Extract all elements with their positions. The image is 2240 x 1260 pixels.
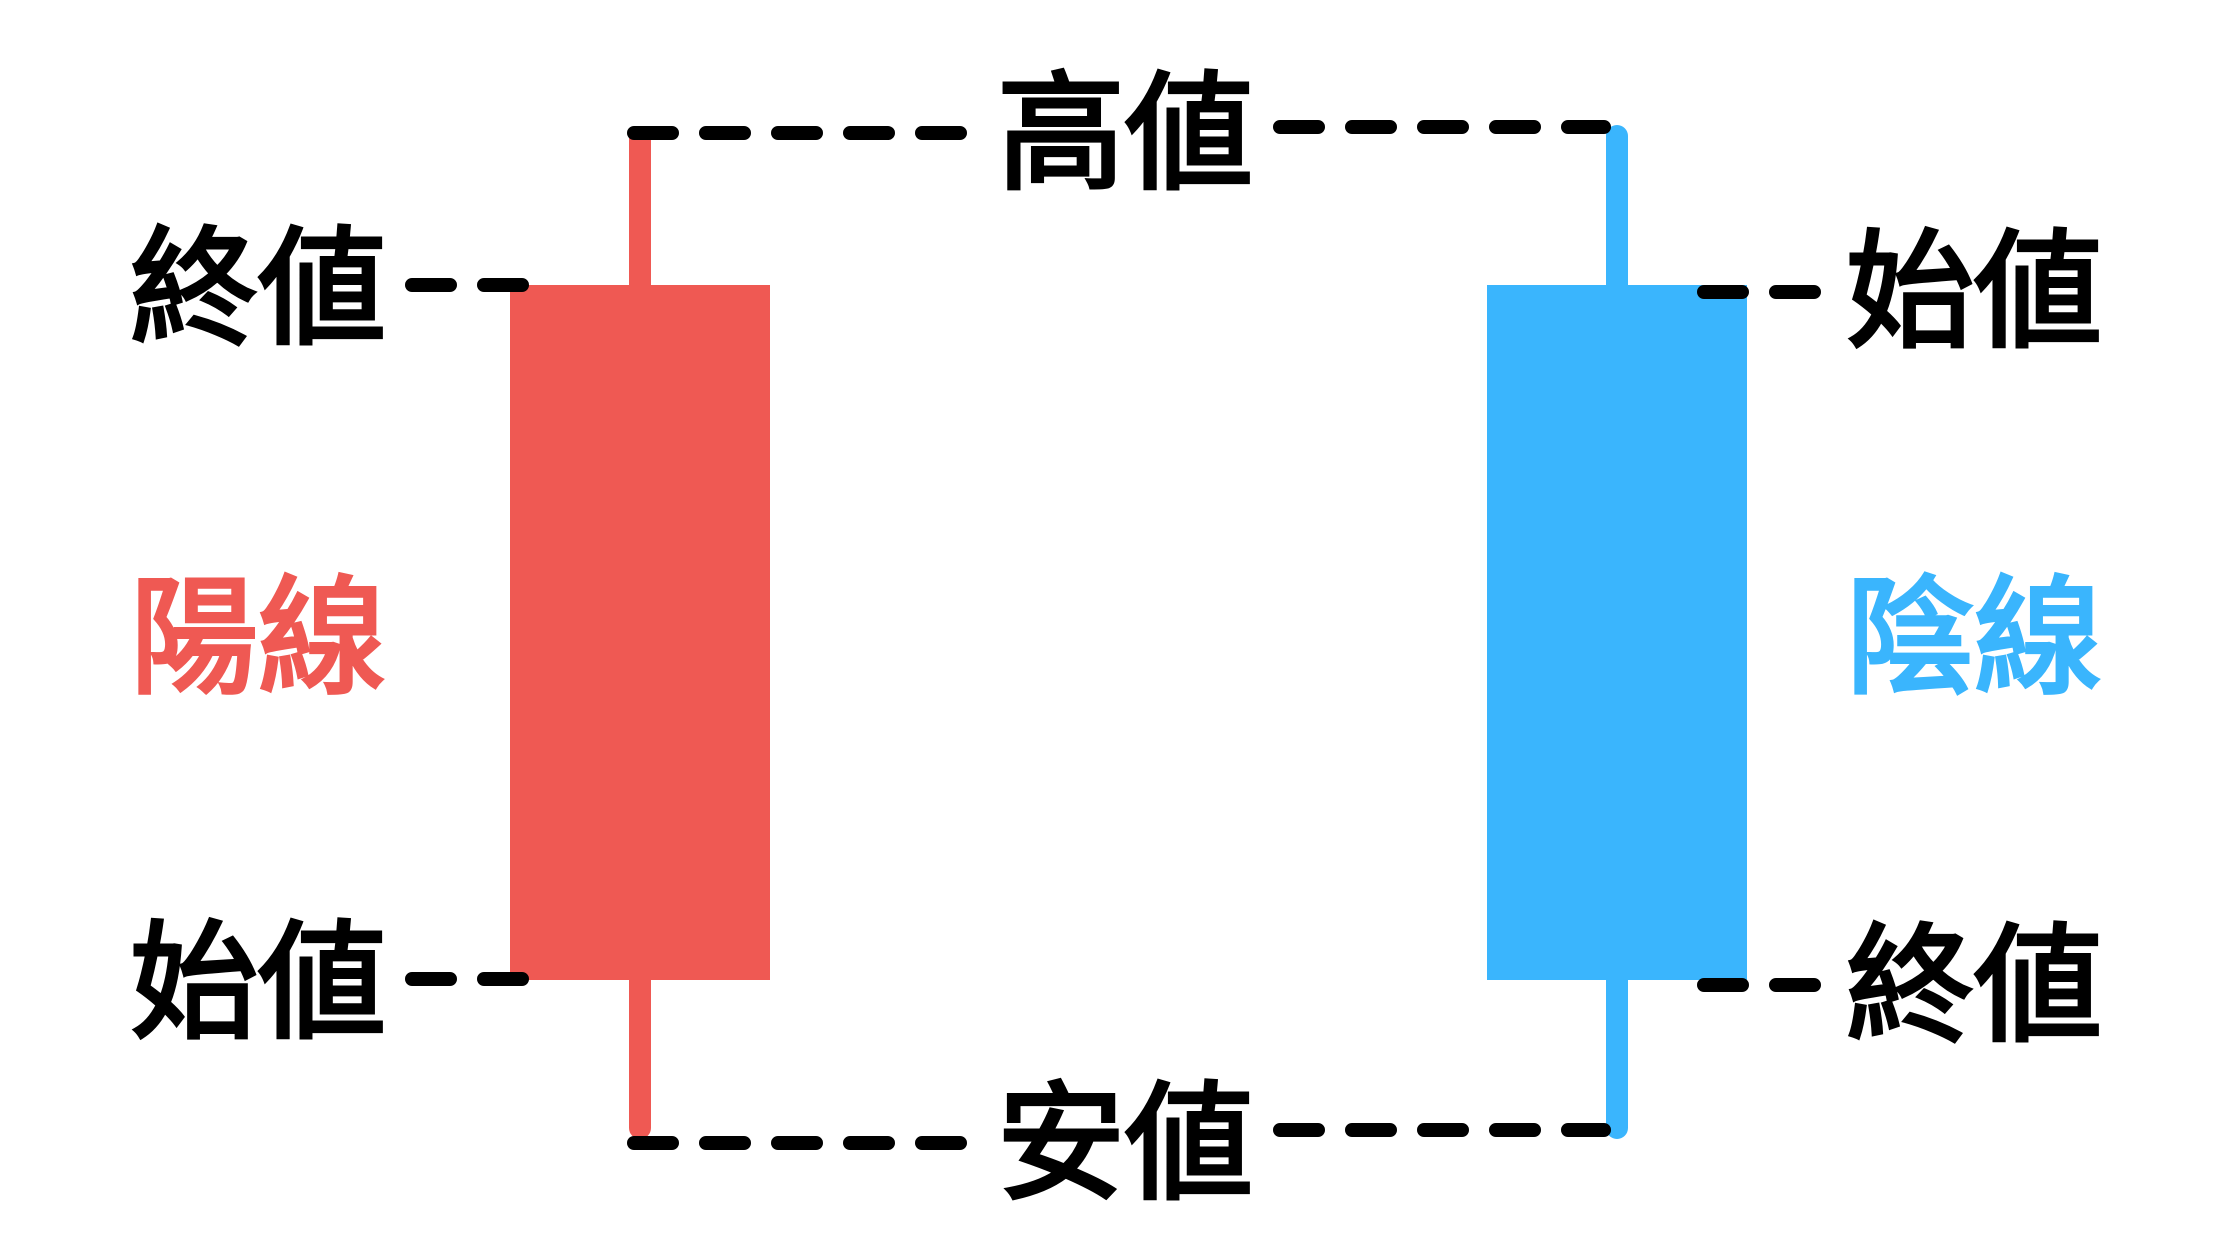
high-price-label: 高値 xyxy=(997,60,1253,209)
bullish-type-label: 陽線 xyxy=(130,564,386,713)
bullish-candle xyxy=(510,127,770,1139)
bearish-candle xyxy=(1487,125,1747,1139)
bearish-type-label: 陰線 xyxy=(1846,564,2102,713)
bullish-body xyxy=(510,285,770,980)
bullish-close-label: 終値 xyxy=(130,215,386,364)
bearish-close-label: 終値 xyxy=(1846,912,2102,1061)
bullish-open-label: 始値 xyxy=(130,909,386,1058)
bearish-open-label: 始値 xyxy=(1846,218,2102,367)
low-price-label: 安値 xyxy=(997,1070,1253,1219)
guide-lines xyxy=(405,120,1827,1150)
bearish-body xyxy=(1487,285,1747,980)
